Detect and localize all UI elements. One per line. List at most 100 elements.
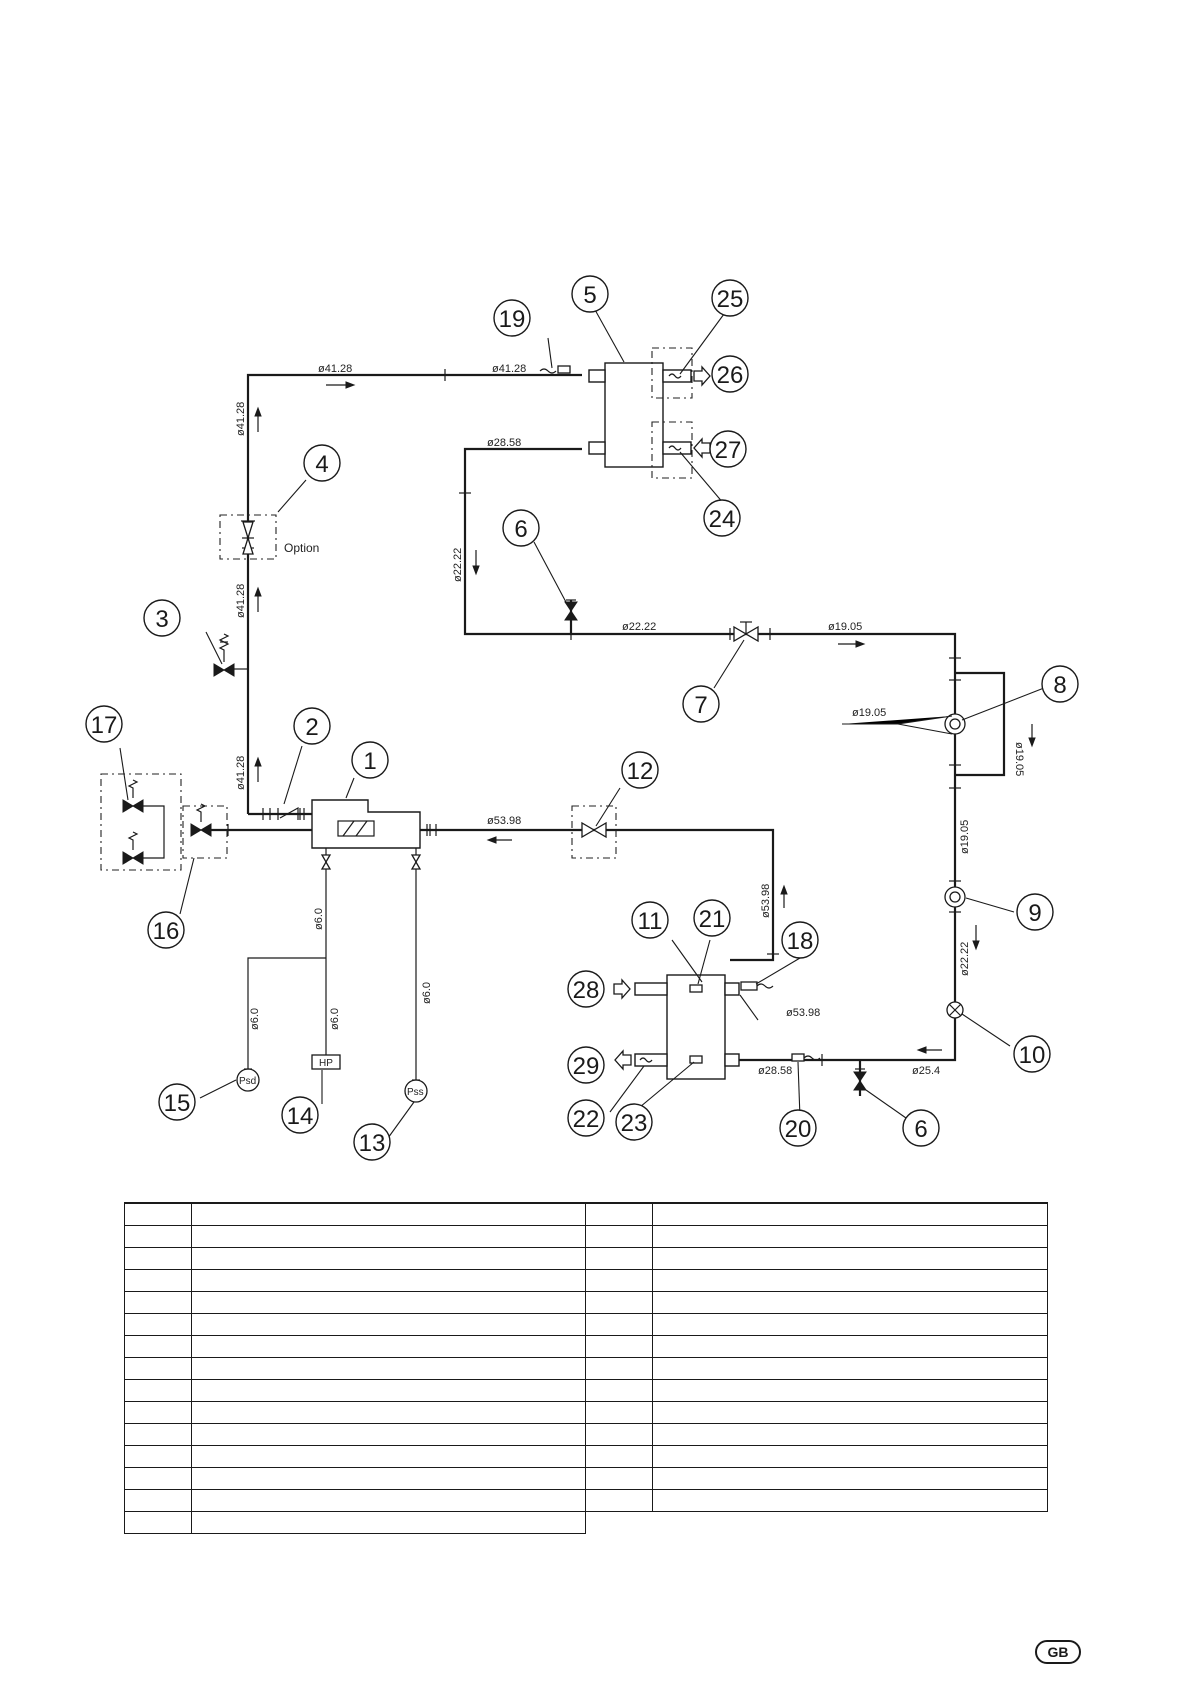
dim-instr-60-c: ø6.0 — [329, 1008, 341, 1030]
svg-text:28: 28 — [573, 977, 600, 1004]
dim-evap-2858: ø28.58 — [758, 1065, 792, 1077]
check-valve — [277, 806, 301, 820]
callout-24: 24 — [703, 499, 741, 537]
callout-1: 1 — [351, 741, 389, 779]
callout-6-bottom: 6 — [902, 1109, 940, 1147]
legend-description-cell — [653, 1512, 1048, 1534]
dim-right-2222: ø22.22 — [959, 942, 971, 976]
svg-text:Psd: Psd — [239, 1076, 256, 1087]
callout-19: 19 — [493, 299, 531, 337]
dim-right-1905: ø19.05 — [959, 820, 971, 854]
flow-arrow-down-2 — [1028, 724, 1036, 748]
pressure-switch-hp: HP — [311, 1054, 341, 1070]
svg-text:2: 2 — [305, 714, 318, 741]
svg-text:26: 26 — [717, 362, 744, 389]
filter-drier-8 — [944, 713, 966, 735]
evaporator-heat-exchanger — [613, 974, 740, 1080]
svg-text:6: 6 — [914, 1116, 927, 1143]
legend-row — [124, 1467, 1048, 1490]
legend-number-cell — [586, 1512, 653, 1534]
legend-number-cell — [585, 1357, 654, 1380]
legend-table-body — [124, 1202, 1048, 1534]
legend-number-cell — [585, 1401, 654, 1424]
legend-row — [124, 1379, 1048, 1402]
dim-top-1: ø41.28 — [318, 363, 352, 375]
callout-28: 28 — [567, 970, 605, 1008]
legend-description-cell — [190, 1401, 587, 1424]
svg-text:3: 3 — [155, 606, 168, 633]
dim-horizontal-2222: ø22.22 — [622, 621, 656, 633]
legend-row — [124, 1291, 1048, 1314]
legend-description-cell — [652, 1291, 1048, 1314]
svg-text:18: 18 — [787, 928, 814, 955]
dim-vertical-2222: ø22.22 — [452, 548, 464, 582]
callout-25: 25 — [711, 279, 749, 317]
legend-description-cell — [652, 1401, 1048, 1424]
leader-lines — [119, 307, 1045, 1139]
legend-row — [124, 1225, 1048, 1248]
svg-text:8: 8 — [1053, 672, 1066, 699]
pressure-sensor-psd: Psd — [236, 1068, 260, 1092]
legend-number-cell — [585, 1335, 654, 1358]
legend-number-cell — [585, 1291, 654, 1314]
legend-number-cell — [124, 1467, 192, 1490]
callout-13: 13 — [353, 1123, 391, 1161]
legend-number-cell — [124, 1357, 192, 1380]
safety-valve-3 — [213, 633, 235, 677]
svg-text:27: 27 — [715, 437, 742, 464]
legend-number-cell — [124, 1202, 192, 1226]
callout-10: 10 — [1013, 1035, 1051, 1073]
compressor — [303, 799, 428, 870]
legend-description-cell — [652, 1423, 1048, 1446]
svg-text:15: 15 — [164, 1090, 191, 1117]
flow-arrow-right-2 — [838, 640, 866, 648]
callout-16: 16 — [147, 911, 185, 949]
legend-row — [124, 1489, 1048, 1512]
callout-15: 15 — [158, 1083, 196, 1121]
callout-22: 22 — [567, 1099, 605, 1137]
legend-number-cell — [585, 1379, 654, 1402]
suction-valve-12 — [571, 805, 617, 859]
svg-text:16: 16 — [153, 918, 180, 945]
refrigerant-circuit-diagram: HP Psd Pss ø41.28 ø41.28 ø28.58 ø41.28 ø… — [85, 275, 1079, 1161]
legend-description-cell — [190, 1379, 587, 1402]
option-label: Option — [284, 541, 319, 555]
svg-text:25: 25 — [717, 286, 744, 313]
legend-number-cell — [585, 1313, 654, 1336]
legend-number-cell — [124, 1225, 192, 1248]
flow-arrows — [254, 381, 1036, 1054]
callout-20: 20 — [779, 1109, 817, 1147]
callout-2: 2 — [293, 707, 331, 745]
legend-row — [124, 1335, 1048, 1358]
svg-text:1: 1 — [363, 748, 376, 775]
legend-number-cell — [124, 1313, 192, 1336]
legend-number-cell — [585, 1423, 654, 1446]
legend-description-cell — [652, 1489, 1048, 1512]
svg-text:11: 11 — [638, 908, 663, 935]
svg-text:29: 29 — [573, 1053, 600, 1080]
legend-description-cell — [190, 1313, 587, 1336]
component-legend-table — [124, 1202, 1048, 1534]
legend-number-cell — [124, 1511, 192, 1534]
svg-text:22: 22 — [573, 1106, 600, 1133]
svg-text:20: 20 — [785, 1116, 812, 1143]
svg-text:9: 9 — [1028, 900, 1041, 927]
legend-description-cell — [190, 1489, 587, 1512]
legend-row — [124, 1423, 1048, 1446]
flow-arrow-down-1 — [472, 550, 480, 576]
service-valve-6-bottom — [853, 1060, 867, 1096]
legend-description-cell — [652, 1467, 1048, 1490]
legend-description-cell — [190, 1202, 587, 1226]
svg-text:HP: HP — [319, 1058, 333, 1069]
legend-row — [124, 1511, 1048, 1534]
dim-horizontal-1905: ø19.05 — [828, 621, 862, 633]
legend-number-cell — [585, 1269, 654, 1292]
legend-row — [124, 1401, 1048, 1424]
optional-valve — [219, 514, 277, 560]
sight-glass-9 — [944, 886, 966, 908]
legend-description-cell — [652, 1335, 1048, 1358]
legend-number-cell — [585, 1467, 654, 1490]
shut-off-valve-7 — [733, 621, 759, 643]
dim-instr-60-d: ø6.0 — [421, 982, 433, 1004]
dim-suction-vertical-5398: ø53.98 — [760, 884, 772, 918]
